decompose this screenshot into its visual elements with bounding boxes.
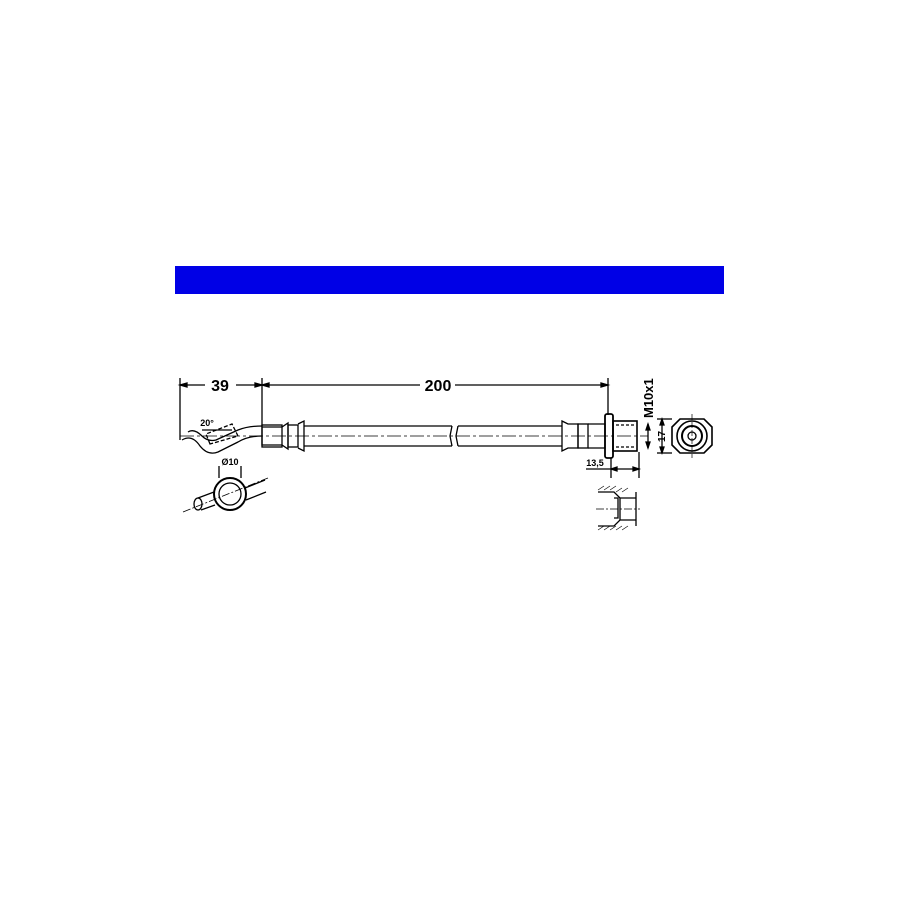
- part-number: 24.5275-0200.3: [378, 295, 533, 320]
- thread-length-label: 13,5: [586, 458, 604, 468]
- bent-end-fitting: 20° Ø10: [181, 418, 269, 513]
- angle-label: 20°: [200, 418, 214, 428]
- fitting-end-view: 17: [657, 414, 713, 458]
- reference-number: 330942: [418, 323, 493, 348]
- dim-200-label: 200: [425, 378, 452, 395]
- dimension-200: 200: [259, 378, 611, 415]
- part-number-banner: 24.5275-0200.3 330942: [175, 266, 724, 348]
- thread-label: M10x1: [641, 378, 656, 418]
- port-section-view: [596, 485, 640, 531]
- dimension-39: 39: [177, 378, 265, 440]
- hose-body: [180, 419, 648, 453]
- dim-39-label: 39: [211, 378, 229, 395]
- banjo-diameter-label: Ø10: [221, 457, 238, 467]
- thread-fitting: M10x1 13,5: [586, 378, 656, 478]
- wrench-size-label: 17: [657, 430, 668, 442]
